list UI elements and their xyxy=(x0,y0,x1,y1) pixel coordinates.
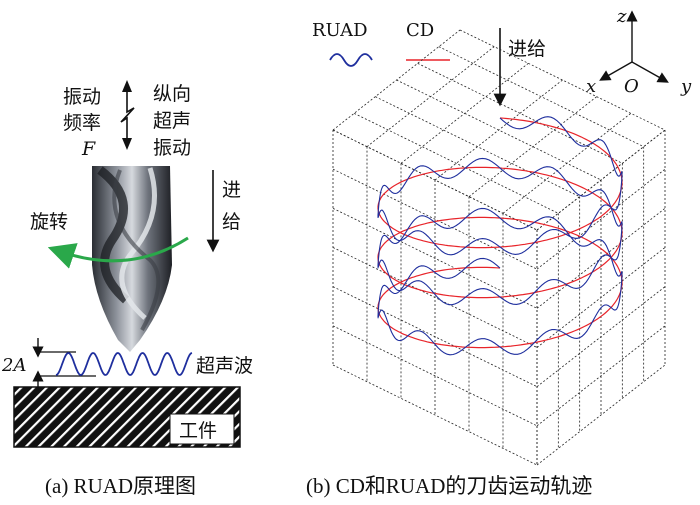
panel-b: RUAD CD 进给 z x y O (b) CD和RUAD的刀齿运动轨迹 xyxy=(306,6,692,498)
caption-a: (a) RUAD原理图 xyxy=(45,474,196,498)
vibration-frequency-label: 振动 xyxy=(63,86,101,108)
feed-label-a: 进 xyxy=(222,179,241,201)
feed-label-b: 进给 xyxy=(508,38,546,60)
caption-b: (b) CD和RUAD的刀齿运动轨迹 xyxy=(306,474,592,498)
grid-box xyxy=(332,29,666,466)
vibration-frequency-label-2: 频率 xyxy=(63,112,101,134)
longitudinal-label-2: 超声 xyxy=(153,110,191,132)
longitudinal-label: 纵向 xyxy=(153,83,191,105)
rotation-label: 旋转 xyxy=(30,211,68,233)
rotation-arrow-icon xyxy=(47,236,189,269)
amplitude-label: 2A xyxy=(1,355,26,376)
longitudinal-label-3: 振动 xyxy=(153,137,191,159)
axis-y-label: y xyxy=(680,76,692,97)
frequency-symbol: F xyxy=(81,138,96,160)
axis-origin-label: O xyxy=(624,76,639,97)
workpiece-label-box xyxy=(169,413,235,445)
workpiece-label: 工件 xyxy=(179,420,217,442)
ultrasonic-wave-label: 超声波 xyxy=(196,355,253,377)
legend-label-cd: CD xyxy=(406,20,434,41)
ultrasonic-wave xyxy=(55,352,193,376)
axis-triad xyxy=(599,10,669,83)
feed-label-a-2: 给 xyxy=(222,211,241,233)
legend-label-ruad: RUAD xyxy=(312,20,368,41)
ruad-trajectory xyxy=(377,116,623,356)
axis-x-label: x xyxy=(586,76,596,97)
vibration-arrow-icon xyxy=(120,80,135,150)
legend-swatch-ruad xyxy=(329,53,373,67)
panel-a: 振动 频率 F 纵向 超声 振动 进 给 旋转 xyxy=(1,80,253,498)
axis-z-label: z xyxy=(616,6,627,27)
